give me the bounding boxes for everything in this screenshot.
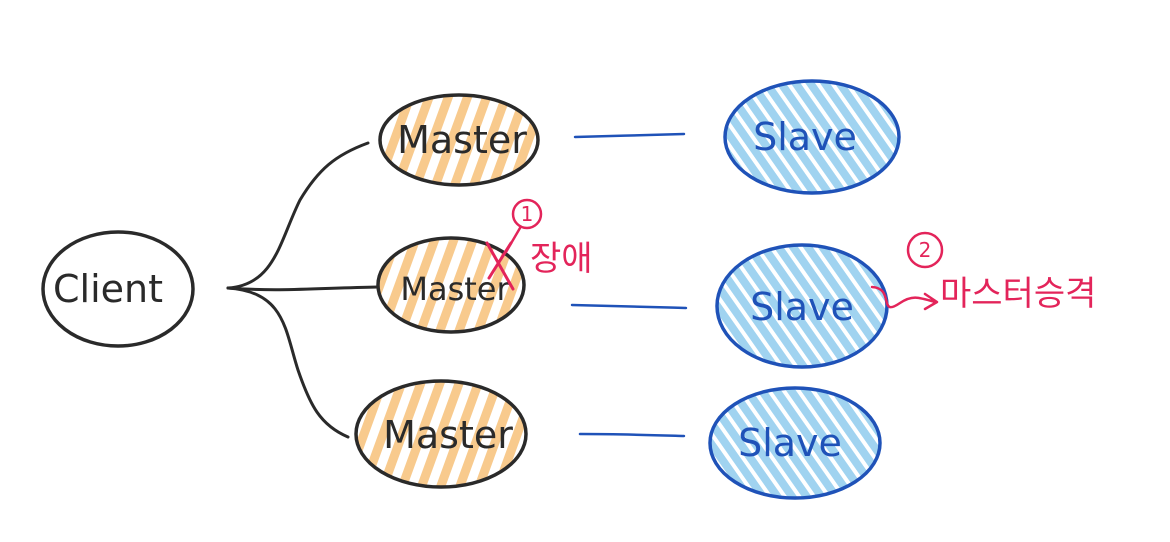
slave-node-3: Slave (708, 386, 882, 500)
connector-client-master-2 (226, 285, 380, 292)
master-node-3: Master (354, 379, 528, 489)
connector-client-master-3 (226, 286, 350, 439)
promotion-arrow (870, 285, 939, 311)
client-node: Client (41, 230, 195, 348)
step-2-number: 2 (919, 238, 932, 262)
link-master-slave-3 (578, 432, 686, 438)
master-label-3: Master (383, 413, 513, 457)
step-1-number: 1 (521, 202, 534, 226)
slave-label-1: Slave (753, 115, 857, 159)
failure-annotation: 1 장애 (485, 198, 593, 291)
link-master-slave-1 (573, 132, 686, 139)
promotion-label: 마스터승격 (940, 274, 1096, 314)
connector-client-master-1 (226, 141, 370, 290)
failure-pointer (504, 226, 522, 254)
master-label-2: Master (400, 270, 510, 308)
replication-links (570, 132, 688, 438)
failure-label: 장애 (530, 239, 593, 279)
slave-node-1: Slave (723, 79, 901, 195)
step-1-circle (511, 198, 543, 230)
master-label-1: Master (397, 118, 527, 162)
master-node-1: Master (378, 93, 540, 187)
master-node-2: Master (376, 236, 526, 334)
client-connectors (226, 141, 380, 439)
slave-label-2: Slave (750, 285, 854, 329)
slave-label-3: Slave (738, 421, 842, 465)
slave-node-2: Slave (715, 243, 889, 369)
step-2-circle (906, 231, 944, 269)
link-master-slave-2 (570, 303, 688, 310)
client-label: Client (53, 267, 163, 311)
promotion-annotation: 2 마스터승격 (870, 231, 1096, 314)
